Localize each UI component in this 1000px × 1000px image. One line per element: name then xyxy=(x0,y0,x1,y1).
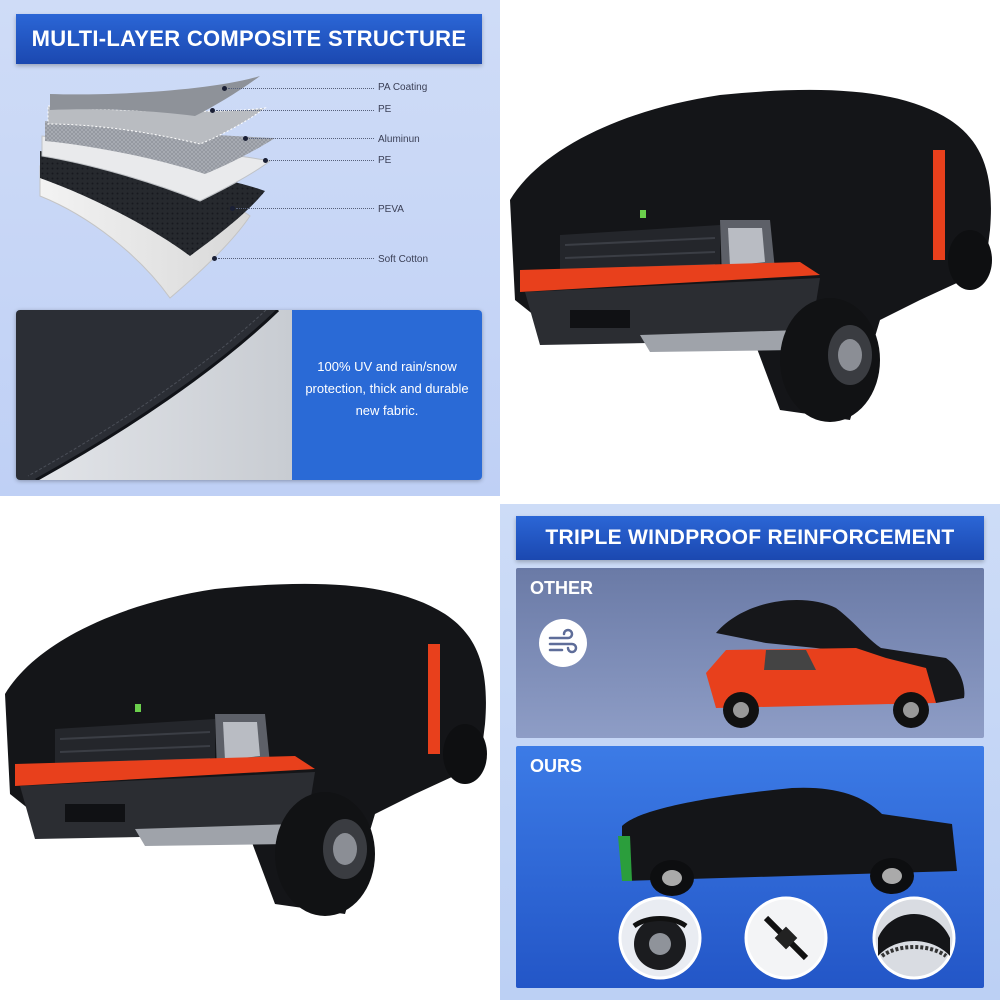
other-comparison-section: OTHER xyxy=(516,568,984,738)
fabric-swatch-image xyxy=(16,310,292,480)
fabric-closeup-panel: 100% UV and rain/snow protection, thick … xyxy=(16,310,482,480)
ours-covered-truck xyxy=(618,787,957,896)
layer-label-peva: PEVA xyxy=(378,204,404,215)
peva-marker xyxy=(230,206,235,211)
layer-label-soft-cotton: Soft Cotton xyxy=(378,254,429,265)
covered-truck-front-image-top xyxy=(500,0,1000,496)
other-cover-blown-truck xyxy=(706,600,965,728)
soft-cotton-marker xyxy=(212,256,217,261)
aluminum-layer xyxy=(45,121,275,174)
covered-truck-illustration-2 xyxy=(5,583,487,916)
wheel-strap-detail xyxy=(618,896,702,980)
elastic-hem-detail xyxy=(872,896,956,980)
layer-label-pe-upper: PE xyxy=(378,104,392,115)
ours-comparison-section: OURS xyxy=(516,746,984,988)
pa-coating-layer xyxy=(50,76,260,116)
windproof-title-banner: TRIPLE WINDPROOF REINFORCEMENT xyxy=(516,516,984,560)
pe-upper-marker xyxy=(210,108,215,113)
covered-truck-illustration xyxy=(510,89,992,422)
buckle-strap-detail xyxy=(744,896,828,980)
ours-label: OURS xyxy=(530,756,583,776)
pe-lower-marker xyxy=(263,158,268,163)
layer-label-pa-coating: PA Coating xyxy=(378,82,428,93)
other-label: OTHER xyxy=(530,578,593,598)
composite-title-banner: MULTI-LAYER COMPOSITE STRUCTURE xyxy=(16,14,482,64)
aluminum-marker xyxy=(243,136,248,141)
layer-label-aluminum: Aluminun xyxy=(378,134,420,145)
wind-icon xyxy=(539,619,587,667)
fabric-description: 100% UV and rain/snow protection, thick … xyxy=(305,359,469,418)
layer-label-pe-lower: PE xyxy=(378,155,392,166)
layer-stack-illustration xyxy=(39,76,275,299)
windproof-panel: TRIPLE WINDPROOF REINFORCEMENT OTHER OUR… xyxy=(500,504,1000,1000)
composite-structure-panel: MULTI-LAYER COMPOSITE STRUCTURE xyxy=(0,0,500,496)
pa-coating-marker xyxy=(222,86,227,91)
covered-truck-front-image-bottom xyxy=(0,504,500,1000)
